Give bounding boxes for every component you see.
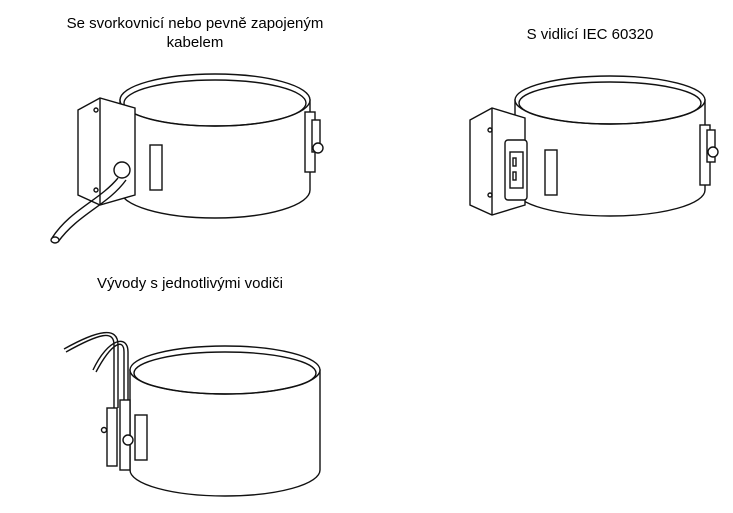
band-heater-individual-leads: [63, 331, 321, 497]
caption-individual-leads: Vývody s jednotlivými vodiči: [97, 275, 283, 292]
caption-terminal-box: Se svorkovnicí nebo pevně zapojeným kabe…: [66, 15, 324, 51]
band-heater-terminal-box: [50, 73, 324, 244]
band-heater-iec-plug: [469, 75, 719, 217]
caption-iec-plug: S vidlicí IEC 60320: [526, 26, 654, 43]
